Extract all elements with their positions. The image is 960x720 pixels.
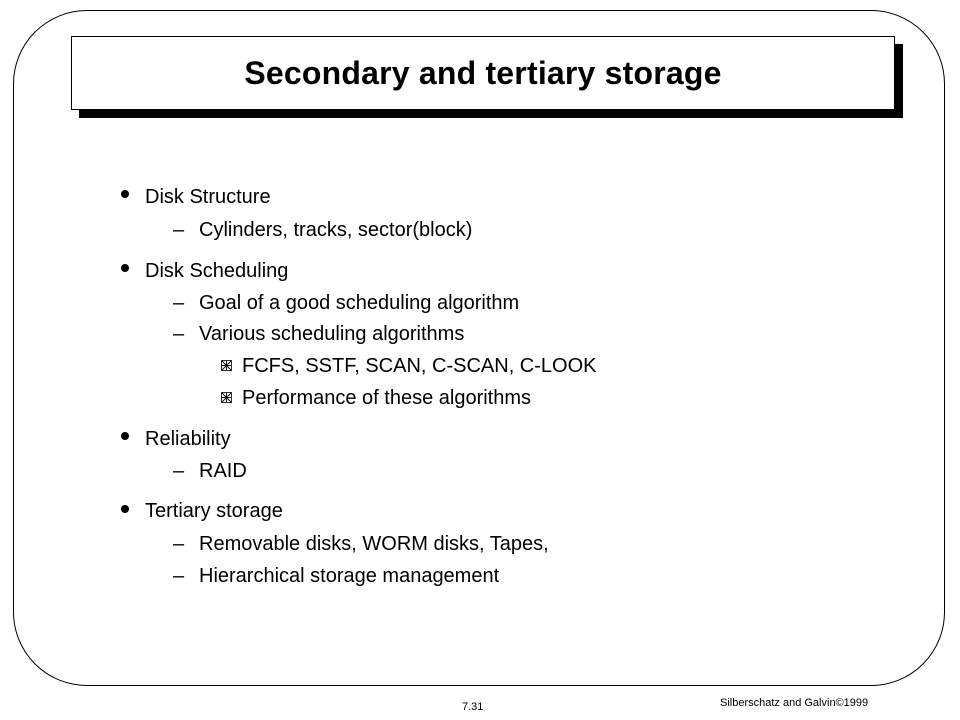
sub-item-cylinders: Cylinders, tracks, sector(block) [199,219,473,241]
sub-item-goal: Goal of a good scheduling algorithm [199,292,520,314]
list-item-tertiary-storage: Tertiary storage [145,500,283,522]
bullet-icon [121,505,129,513]
page-number: 7.31 [462,701,484,713]
asterisk-bullet-icon [221,392,232,403]
sub-item-removable-disks: Removable disks, WORM disks, Tapes, [199,533,549,555]
list-item-disk-structure: Disk Structure [145,186,271,208]
dash-marker: – [173,219,185,241]
list-item-reliability: Reliability [145,428,231,450]
asterisk-bullet-icon [221,360,232,371]
bullet-icon [121,264,129,272]
sub-sub-item-performance: Performance of these algorithms [242,387,532,409]
dash-marker: – [173,292,185,314]
list-item-disk-scheduling: Disk Scheduling [145,260,289,282]
dash-marker: – [173,565,185,587]
copyright-icon: © [835,697,844,709]
bullet-icon [121,432,129,440]
dash-marker: – [173,323,185,345]
slide-title: Secondary and tertiary storage [244,54,722,91]
footer-authors: Silberschatz and Galvin [720,697,836,709]
sub-item-various-algorithms: Various scheduling algorithms [199,323,465,345]
sub-item-hierarchical: Hierarchical storage management [199,565,500,587]
dash-marker: – [173,460,185,482]
bullet-icon [121,190,129,198]
sub-sub-item-algorithms-list: FCFS, SSTF, SCAN, C-SCAN, C-LOOK [242,355,597,377]
footer-year: 1999 [843,697,869,709]
sub-item-raid: RAID [199,460,247,482]
title-box: Secondary and tertiary storage [71,36,895,110]
slide-frame [13,10,945,686]
footer-credit: Silberschatz and Galvin©1999 [720,697,868,710]
dash-marker: – [173,533,185,555]
